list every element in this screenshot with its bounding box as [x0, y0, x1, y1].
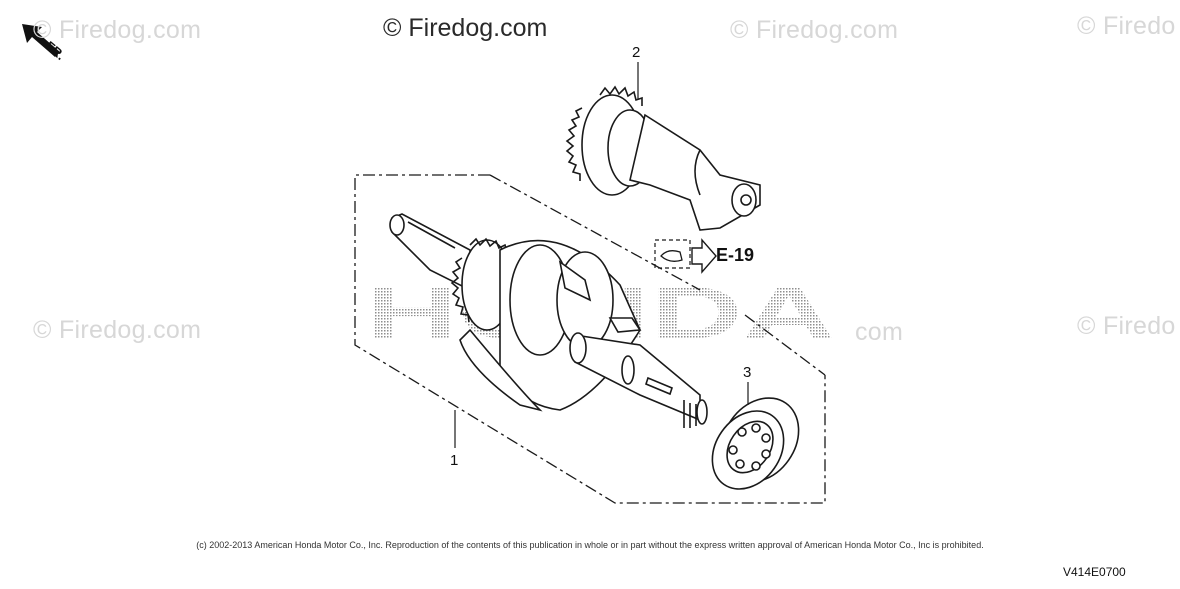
- watermark: © Firedog.com: [33, 16, 202, 44]
- diagram-code: V414E0700: [1063, 565, 1126, 579]
- reference-label[interactable]: E-19: [716, 245, 755, 265]
- arrow-right-icon: [691, 238, 717, 274]
- watermark-main: © Firedog.com: [383, 14, 548, 42]
- crankshaft: [389, 213, 708, 428]
- ball-bearing: [711, 397, 800, 490]
- woodruff-key-icon: [660, 250, 683, 262]
- watermark: © Firedog.com: [33, 316, 202, 344]
- copyright-notice: (c) 2002-2013 American Honda Motor Co., …: [196, 540, 984, 550]
- watermark: © Firedo: [1077, 12, 1176, 40]
- key-reference-box: [654, 239, 691, 269]
- watermark: © Firedog.com: [730, 16, 899, 44]
- callout-part-2[interactable]: 2: [632, 44, 641, 61]
- arrow-up-left-icon: [22, 24, 60, 57]
- callout-part-3[interactable]: 3: [743, 364, 752, 381]
- balancer-shaft: [565, 85, 761, 231]
- watermark: © Firedo: [1077, 312, 1176, 340]
- watermark: com: [855, 318, 904, 346]
- callout-part-1[interactable]: 1: [450, 452, 459, 469]
